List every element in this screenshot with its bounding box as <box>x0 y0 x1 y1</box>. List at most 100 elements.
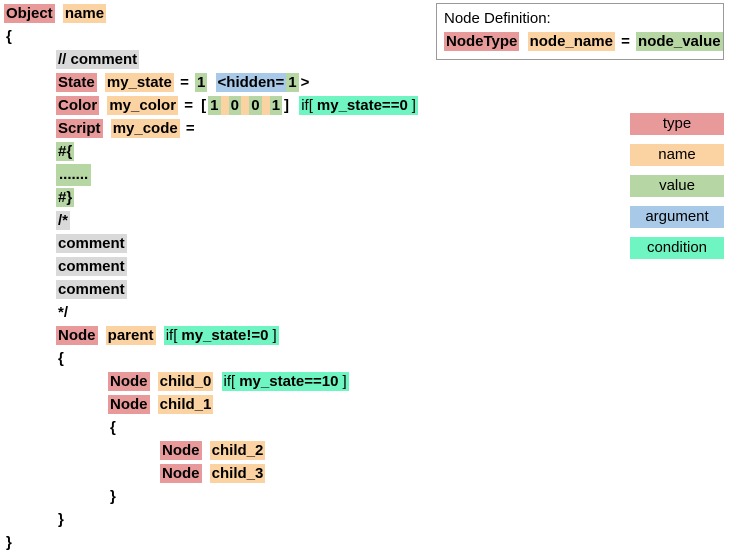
token-name: child_2 <box>209 441 266 460</box>
code-line-brace-close-2: } <box>4 485 434 508</box>
token-plain <box>156 326 164 345</box>
code-line-block-comment-close: */ <box>4 301 434 324</box>
token-plain <box>103 119 111 138</box>
token-name: child_0 <box>157 372 214 391</box>
token-name: my_code <box>110 119 180 138</box>
token-value: 1 <box>269 96 283 115</box>
token-comment: /* <box>56 211 71 230</box>
token-plain: > <box>300 74 310 91</box>
token-condition: if[ <box>221 372 238 391</box>
token-name: child_3 <box>209 464 266 483</box>
token-condition: if[ <box>163 326 180 345</box>
legend-item-condition: condition <box>630 237 724 259</box>
color-legend: type name value argument condition <box>630 113 724 268</box>
token-comment: comment <box>56 257 127 276</box>
token-plain: } <box>58 511 64 528</box>
token-name: parent <box>105 326 156 345</box>
token-condition: my_state==0 <box>314 96 410 115</box>
code-line-block-comment-1: comment <box>4 232 434 255</box>
token-plain: ] <box>284 97 290 114</box>
token-value: 0 <box>228 96 242 115</box>
code-line-node-child-0: Node child_0 if[my_state==10] <box>4 370 434 393</box>
token-type: Color <box>56 96 100 115</box>
code-line-node-child-2: Node child_2 <box>4 439 434 462</box>
token-condition: my_state==10 <box>237 372 341 391</box>
code-line-brace-close-1: } <box>4 508 434 531</box>
defbox-token-value: node_value <box>636 32 723 51</box>
token-name: my_color <box>107 96 179 115</box>
token-comment: comment <box>56 234 127 253</box>
token-condition: ] <box>340 372 349 391</box>
code-line-state-node: State my_state = 1 <hidden=1> <box>4 71 434 94</box>
token-plain: { <box>110 419 116 436</box>
code-line-block-comment-3: comment <box>4 278 434 301</box>
token-plain <box>97 73 105 92</box>
token-value: 1 <box>286 73 299 92</box>
token-name: child_1 <box>157 395 214 414</box>
token-plain: } <box>110 488 116 505</box>
token-type: Script <box>56 119 103 138</box>
token-value: 1 <box>208 96 221 115</box>
token-plain: } <box>6 534 12 551</box>
code-line-script-close: #} <box>4 186 434 209</box>
node-definition-title: Node Definition: <box>444 10 551 27</box>
token-plain <box>291 96 299 115</box>
token-value: #} <box>56 188 75 207</box>
token-name <box>261 96 270 115</box>
code-line-script-node: Script my_code = <box>4 117 434 140</box>
token-type: Node <box>108 372 150 391</box>
token-plain: = <box>175 74 194 91</box>
defbox-token-plain: = <box>616 33 635 50</box>
defbox-token-plain <box>519 32 527 51</box>
code-line-block-comment-open: /* <box>4 209 434 232</box>
token-argument: <hidden= <box>215 73 287 92</box>
token-type: Node <box>56 326 98 345</box>
token-value: 0 <box>249 96 262 115</box>
defbox-token-name: node_name <box>527 32 615 51</box>
token-condition: my_state!=0 <box>179 326 271 345</box>
code-line-node-child-3: Node child_3 <box>4 462 434 485</box>
script-body-placeholder: ....... <box>56 164 92 187</box>
code-line-object-header: Object name <box>4 2 434 25</box>
token-name <box>241 96 250 115</box>
token-comment: // comment <box>56 50 140 69</box>
token-condition: ] <box>409 96 418 115</box>
token-plain <box>202 464 210 483</box>
code-line-brace-open-0: { <box>4 25 434 48</box>
code-line-brace-open-1: { <box>4 347 434 370</box>
token-plain <box>202 441 210 460</box>
token-value: #{ <box>56 142 75 161</box>
token-plain <box>207 73 215 92</box>
legend-item-argument: argument <box>630 206 724 228</box>
token-name <box>220 96 229 115</box>
token-plain: */ <box>58 304 69 321</box>
node-definition-box: Node Definition: NodeType node_name = no… <box>436 3 724 60</box>
legend-item-value: value <box>630 175 724 197</box>
token-type: State <box>56 73 97 92</box>
code-line-block-comment-2: comment <box>4 255 434 278</box>
token-type: Node <box>108 395 150 414</box>
token-name: my_state <box>104 73 174 92</box>
code-line-brace-open-2: { <box>4 416 434 439</box>
code-line-line-comment: // comment <box>4 48 434 71</box>
code-line-script-open: #{ <box>4 140 434 163</box>
token-condition: ] <box>270 326 279 345</box>
token-plain <box>150 372 158 391</box>
token-type: Object <box>4 4 55 23</box>
code-line-node-parent: Node parent if[my_state!=0] <box>4 324 434 347</box>
code-line-node-child-1: Node child_1 <box>4 393 434 416</box>
token-plain <box>150 395 158 414</box>
token-comment: comment <box>56 280 127 299</box>
token-value: 1 <box>195 73 208 92</box>
legend-item-name: name <box>630 144 724 166</box>
token-plain <box>98 326 106 345</box>
token-plain <box>213 372 221 391</box>
token-condition: if[ <box>299 96 315 115</box>
token-plain: [ <box>201 97 207 114</box>
code-line-color-node: Color my_color = [1 0 0 1] if[my_state==… <box>4 94 434 117</box>
legend-item-type: type <box>630 113 724 135</box>
code-line-script-body: ....... <box>4 163 434 187</box>
token-plain: = <box>180 97 198 114</box>
token-type: Node <box>160 464 202 483</box>
